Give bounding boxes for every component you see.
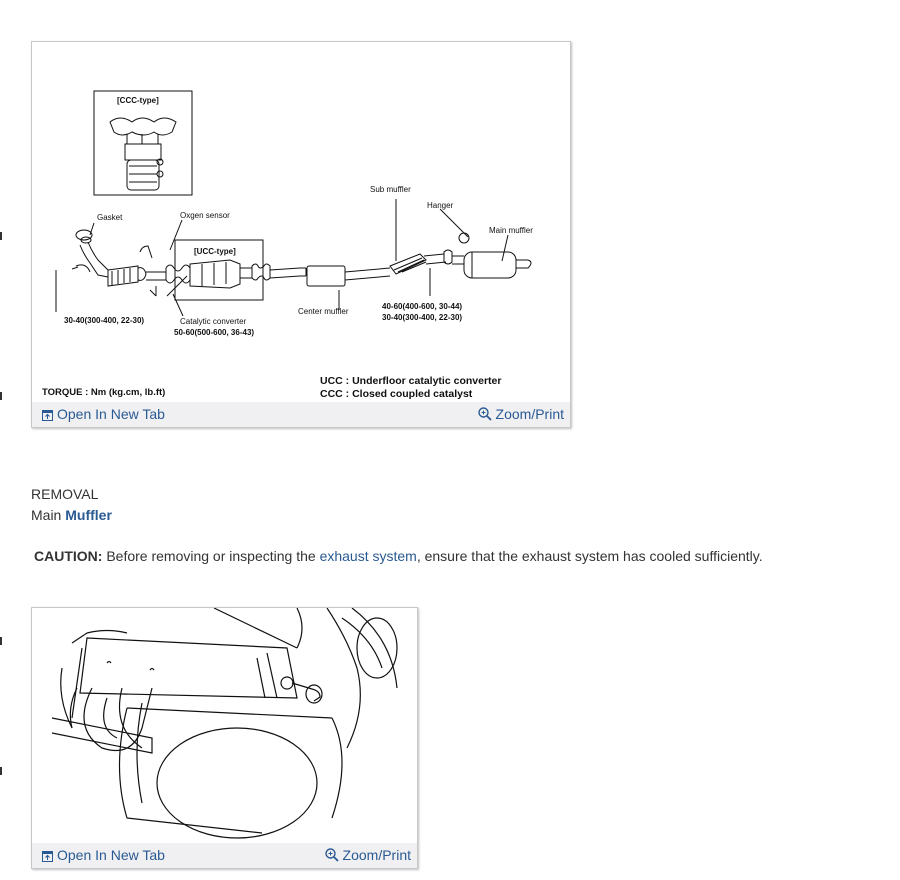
catalytic-converter-torque: 50-60(500-600, 36-43) xyxy=(174,328,254,337)
caution-text-after: , ensure that the exhaust system has coo… xyxy=(416,548,763,564)
zoom-print-link[interactable]: Zoom/Print xyxy=(477,402,564,427)
zoom-magnifier-icon xyxy=(324,848,339,862)
rear-torque-1: 40-60(400-600, 30-44) xyxy=(382,302,462,311)
hanger-label: Hanger xyxy=(427,201,454,210)
removal-heading: REMOVAL xyxy=(31,486,99,502)
caution-note: CAUTION: Before removing or inspecting t… xyxy=(34,548,763,564)
zoom-print-label: Zoom/Print xyxy=(342,847,411,863)
catalytic-converter-label: Catalytic converter xyxy=(180,317,247,326)
main-muffler-figure: Open In New Tab Zoom/Print xyxy=(31,607,418,869)
exhaust-system-figure: [CCC-type] [UCC-type] Gasket Oxgen senso… xyxy=(31,41,571,428)
legend-ccc: CCC : Closed coupled catalyst xyxy=(320,388,473,400)
oxygen-sensor-label: Oxgen sensor xyxy=(180,211,230,220)
rear-torque-2: 30-40(300-400, 22-30) xyxy=(382,313,462,322)
main-muffler-drawing[interactable] xyxy=(32,608,417,843)
zoom-print-link[interactable]: Zoom/Print xyxy=(324,843,411,868)
main-muffler-prefix: Main xyxy=(31,507,62,523)
open-in-new-tab-link[interactable]: Open In New Tab xyxy=(42,402,165,427)
edge-mark xyxy=(0,637,2,645)
sub-muffler-label: Sub muffler xyxy=(370,185,411,194)
gasket-label: Gasket xyxy=(97,213,123,222)
center-muffler-label: Center muffler xyxy=(298,307,349,316)
front-pipe-torque: 30-40(300-400, 22-30) xyxy=(64,316,144,325)
zoom-print-label: Zoom/Print xyxy=(495,406,564,422)
figure-toolbar: Open In New Tab Zoom/Print xyxy=(32,843,417,868)
open-in-new-tab-icon xyxy=(42,410,53,421)
edge-mark xyxy=(0,232,2,240)
open-in-new-tab-link[interactable]: Open In New Tab xyxy=(42,843,165,868)
legend-ucc: UCC : Underfloor catalytic converter xyxy=(320,375,501,387)
exhaust-system-diagram[interactable]: [CCC-type] [UCC-type] Gasket Oxgen senso… xyxy=(32,42,570,402)
main-muffler-label: Main muffler xyxy=(489,226,533,235)
edge-mark xyxy=(0,767,2,775)
ccc-type-label: [CCC-type] xyxy=(117,96,159,105)
edge-mark xyxy=(0,392,2,400)
torque-units-label: TORQUE : Nm (kg.cm, lb.ft) xyxy=(42,387,165,398)
exhaust-system-link[interactable]: exhaust system xyxy=(319,548,417,564)
muffler-link[interactable]: Muffler xyxy=(65,507,112,523)
open-in-new-tab-icon xyxy=(42,851,53,862)
caution-text-before: Before removing or inspecting the xyxy=(106,548,316,564)
main-muffler-heading: Main Muffler xyxy=(31,507,112,523)
open-in-new-tab-label: Open In New Tab xyxy=(57,847,165,863)
figure-toolbar: Open In New Tab Zoom/Print xyxy=(32,402,570,427)
caution-label: CAUTION: xyxy=(34,548,103,564)
open-in-new-tab-label: Open In New Tab xyxy=(57,406,165,422)
zoom-magnifier-icon xyxy=(477,407,492,421)
ucc-type-label: [UCC-type] xyxy=(194,247,236,256)
